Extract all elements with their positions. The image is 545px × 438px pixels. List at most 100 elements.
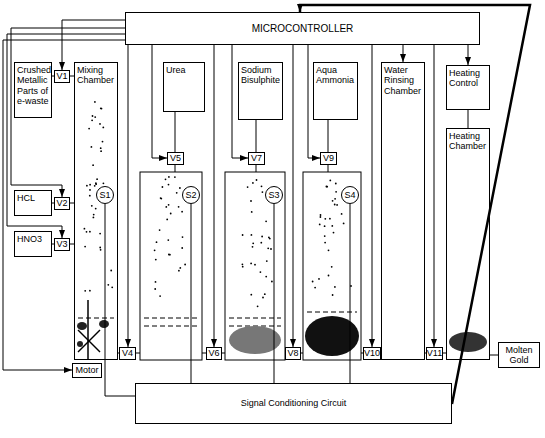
particle — [254, 264, 256, 266]
particle — [99, 247, 101, 249]
particle — [166, 219, 168, 221]
particle — [262, 191, 264, 193]
particle — [100, 249, 102, 251]
connector — [350, 204, 351, 383]
valve: V11 — [426, 347, 443, 360]
label-text: Aqua Ammonia — [316, 65, 355, 86]
acid-tank: HCL — [14, 190, 52, 216]
valve: V5 — [167, 152, 184, 165]
particle — [328, 249, 330, 251]
label-text: Urea — [166, 65, 202, 75]
valve: V1 — [54, 70, 70, 83]
particle — [162, 186, 164, 188]
particle — [84, 228, 86, 230]
pipe — [222, 353, 225, 354]
stirrer-blade — [78, 330, 100, 352]
particle — [95, 182, 97, 184]
particle — [99, 123, 101, 125]
heating-chamber: Heating Chamber — [446, 128, 490, 360]
valve: V7 — [248, 152, 265, 165]
particle — [99, 233, 101, 235]
particle — [320, 214, 322, 216]
control-box: Heating Control — [446, 65, 490, 110]
label-text: V10 — [364, 348, 380, 358]
label-text: S3 — [268, 190, 279, 200]
stirrer-shaft — [87, 300, 89, 360]
particle — [261, 236, 263, 238]
particle — [89, 195, 91, 197]
particle — [93, 214, 95, 216]
particle — [88, 128, 90, 130]
sensor-circle: S3 — [265, 186, 283, 204]
particle — [332, 200, 334, 202]
acid-tank: HNO3 — [14, 231, 52, 257]
particle — [260, 242, 262, 244]
particle — [160, 198, 162, 200]
connector — [7, 34, 125, 238]
particle — [102, 141, 104, 143]
particle — [168, 254, 170, 256]
particle — [174, 176, 176, 178]
connector — [372, 45, 373, 347]
particle — [92, 115, 94, 117]
particle — [94, 116, 96, 118]
particle — [92, 164, 94, 166]
particle — [159, 295, 161, 297]
particle — [178, 270, 180, 272]
label-text: S2 — [185, 190, 196, 200]
vessel — [140, 172, 202, 360]
label-text: V2 — [56, 198, 67, 208]
particle — [265, 220, 267, 222]
particle — [335, 183, 337, 185]
particle — [95, 208, 97, 210]
sensor-circle: S4 — [341, 186, 359, 204]
particle — [89, 231, 91, 233]
motor-box: Motor — [72, 363, 102, 378]
particle — [93, 217, 95, 219]
mixing-chamber: Mixing ChamberS1 — [74, 62, 118, 360]
particle — [264, 293, 266, 295]
particle — [267, 247, 269, 249]
particle — [95, 183, 97, 185]
particle — [312, 281, 314, 283]
particle — [155, 281, 157, 283]
particle — [326, 186, 328, 188]
pipe — [301, 353, 303, 354]
particle — [252, 242, 254, 244]
particle — [181, 247, 183, 249]
valve: V2 — [54, 197, 70, 210]
particle — [170, 213, 172, 215]
particle — [101, 108, 103, 110]
particle — [266, 260, 268, 262]
particle — [319, 224, 321, 226]
stirrer-blade — [78, 330, 100, 352]
label-text: V4 — [122, 348, 133, 358]
pipe — [328, 165, 329, 172]
connector — [175, 112, 176, 152]
particle — [107, 284, 109, 286]
label-text: Motor — [75, 365, 98, 375]
particle — [250, 263, 252, 265]
particle — [331, 225, 333, 227]
particle — [334, 198, 336, 200]
label-text: MICROCONTROLLER — [252, 23, 354, 35]
particle — [181, 211, 183, 213]
label-text: Signal Conditioning Circuit — [241, 398, 347, 408]
particle — [176, 192, 178, 194]
connector — [468, 110, 469, 128]
particle-spray — [84, 101, 352, 307]
label-text: S4 — [344, 190, 355, 200]
particle — [100, 147, 102, 149]
particle — [156, 241, 158, 243]
particle — [102, 127, 104, 129]
reagent-tank: Sodium Bisulphite — [238, 62, 283, 120]
label-text: V1 — [56, 71, 67, 81]
connector — [434, 45, 435, 347]
valve: V8 — [285, 347, 301, 360]
particle — [179, 267, 181, 269]
connector — [191, 204, 192, 383]
label-text: Water Rinsing Chamber — [384, 65, 422, 96]
particle — [252, 246, 254, 248]
label-text: Mixing Chamber — [77, 65, 115, 86]
particle — [168, 184, 170, 186]
